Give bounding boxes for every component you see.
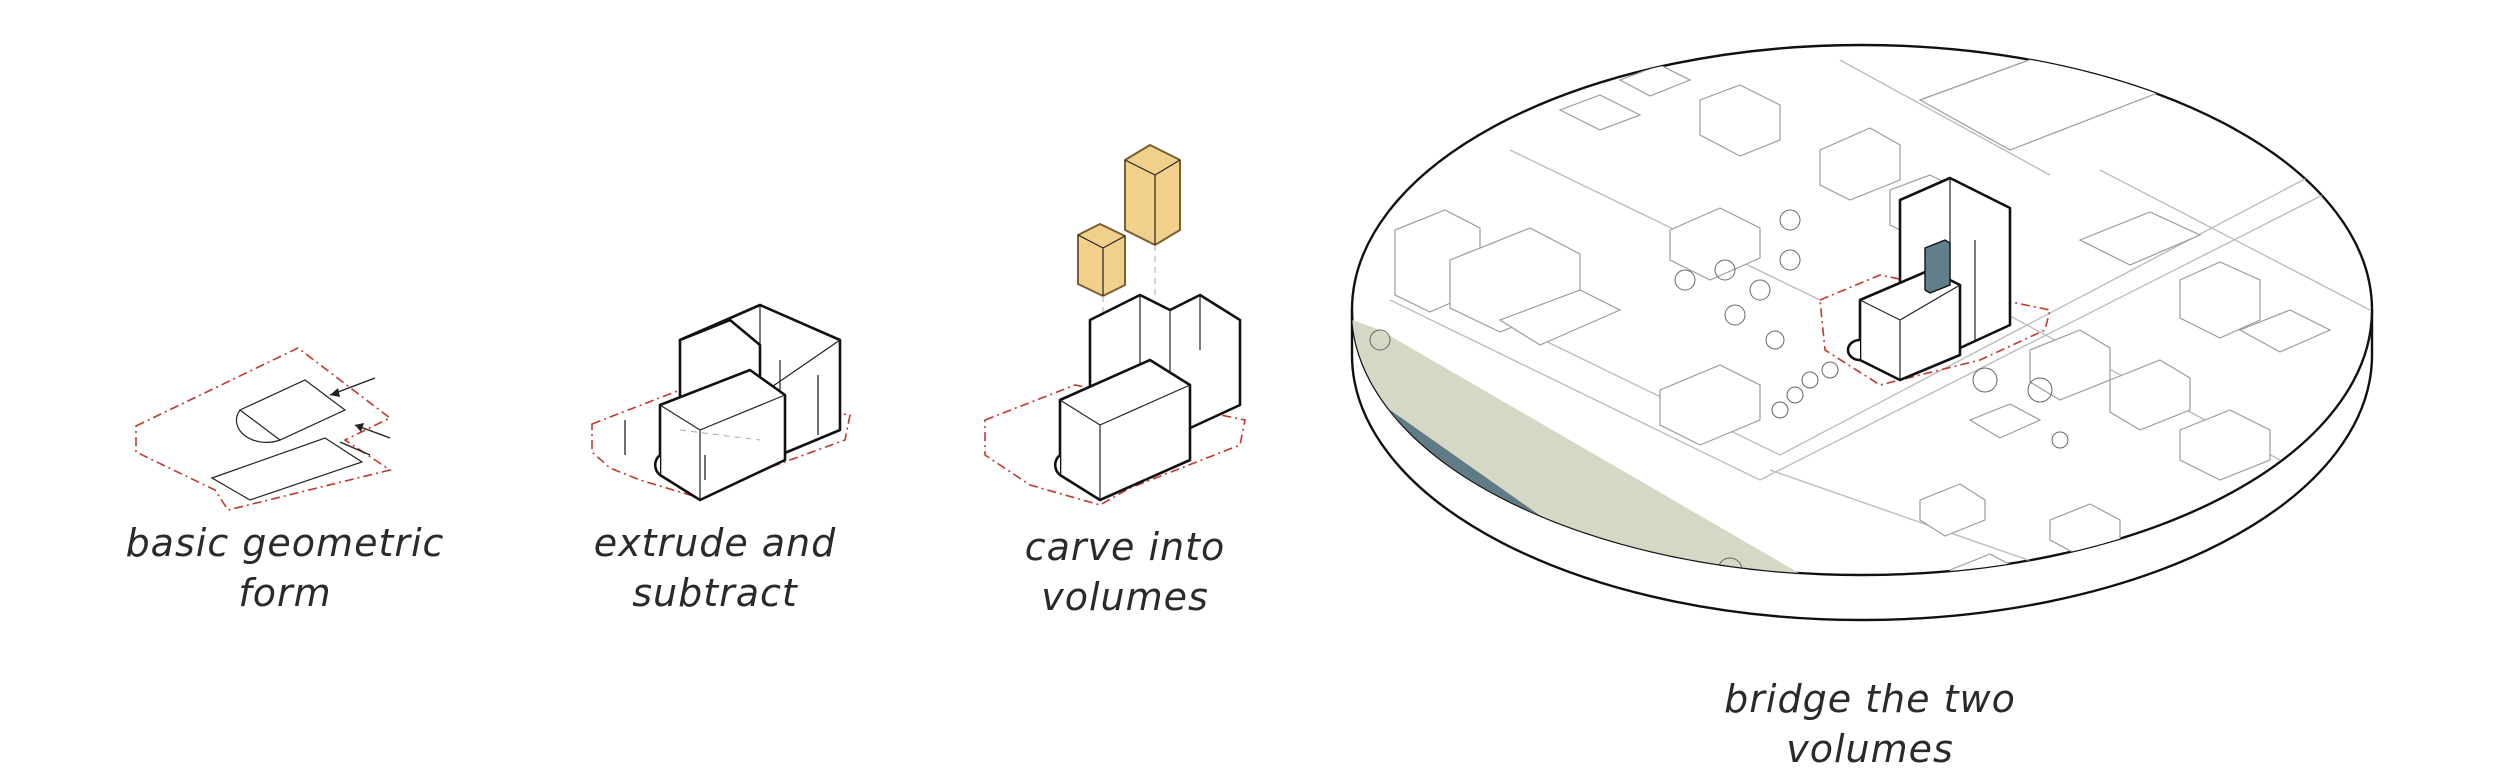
step4-site-model [1352, 45, 2372, 620]
caption-step4: bridge the two volumes [1640, 674, 2100, 774]
step1-basic-form-drawing [136, 348, 390, 510]
semicircle-base [1848, 340, 1860, 360]
caption-step2: extrude and subtract [560, 518, 870, 618]
arrow-head [330, 388, 340, 397]
site-boundary [136, 348, 390, 510]
bar-form [212, 438, 362, 500]
caption-step3: carve into volumes [990, 522, 1260, 622]
lifted-volume-small [1078, 224, 1125, 296]
step2-extrude-drawing [592, 305, 850, 500]
semicircle-form [236, 380, 345, 442]
step3-carve-drawing [985, 145, 1245, 505]
massing-diagram: basic geometric form extrude and subtrac… [0, 0, 2500, 735]
lifted-volume-large [1125, 145, 1180, 245]
semicircle-base [1055, 455, 1060, 475]
bridge-volume [1925, 240, 1950, 293]
caption-step1: basic geometric form [110, 518, 460, 618]
semicircle-base [655, 455, 660, 475]
front-bar [1060, 360, 1190, 500]
direction-arrow [340, 442, 370, 455]
